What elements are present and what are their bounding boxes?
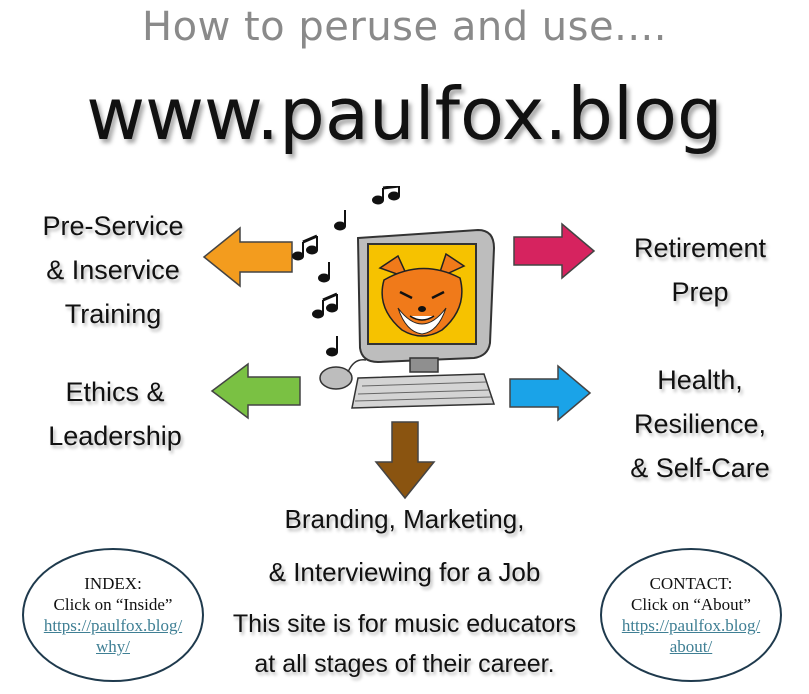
index-link-line2[interactable]: why/ <box>96 637 130 656</box>
arrow-right-blue-icon <box>509 364 592 422</box>
category-retirement-line2: Prep <box>671 277 729 307</box>
arrow-left-orange-icon <box>202 226 293 288</box>
contact-heading: CONTACT: <box>649 574 733 593</box>
category-health-line3: & Self-Care <box>630 453 770 483</box>
tagline-line2: at all stages of their career. <box>254 650 555 678</box>
category-pre-service[interactable]: Pre-Service & Inservice Training <box>18 204 208 336</box>
category-branding-line1[interactable]: Branding, Marketing, <box>284 504 525 534</box>
page-title: www.paulfox.blog <box>86 72 723 156</box>
category-retirement-line1: Retirement <box>633 233 767 263</box>
contact-oval[interactable]: CONTACT: Click on “About” https://paulfo… <box>600 548 782 682</box>
contact-link-line2[interactable]: about/ <box>669 637 713 656</box>
contact-link-line1[interactable]: https://paulfox.blog/ <box>621 616 761 635</box>
arrow-right-magenta-icon <box>513 222 596 280</box>
category-ethics-line2: Leadership <box>48 421 182 451</box>
index-oval[interactable]: INDEX: Click on “Inside” https://paulfox… <box>22 548 204 682</box>
music-notes-icon <box>292 186 400 357</box>
category-pre-service-line1: Pre-Service <box>42 211 184 241</box>
arrow-left-green-icon <box>210 362 301 420</box>
contact-instruction: Click on “About” <box>631 595 751 614</box>
category-pre-service-line3: Training <box>64 299 162 329</box>
category-pre-service-line2: & Inservice <box>46 255 180 285</box>
arrow-down-brown-icon <box>374 421 436 500</box>
index-heading: INDEX: <box>84 574 142 593</box>
computer-with-fox-icon <box>319 228 496 409</box>
category-retirement[interactable]: Retirement Prep <box>605 226 795 314</box>
category-health-line1: Health, <box>657 365 743 395</box>
tagline-line1: This site is for music educators <box>232 610 577 638</box>
index-link-line1[interactable]: https://paulfox.blog/ <box>43 616 183 635</box>
category-ethics-line1: Ethics & <box>65 377 165 407</box>
category-ethics[interactable]: Ethics & Leadership <box>30 370 200 458</box>
category-health[interactable]: Health, Resilience, & Self-Care <box>605 358 795 490</box>
category-health-line2: Resilience, <box>633 409 767 439</box>
category-branding-line2[interactable]: & Interviewing for a Job <box>268 557 541 587</box>
subtitle: How to peruse and use.... <box>142 4 667 50</box>
index-instruction: Click on “Inside” <box>53 595 173 614</box>
